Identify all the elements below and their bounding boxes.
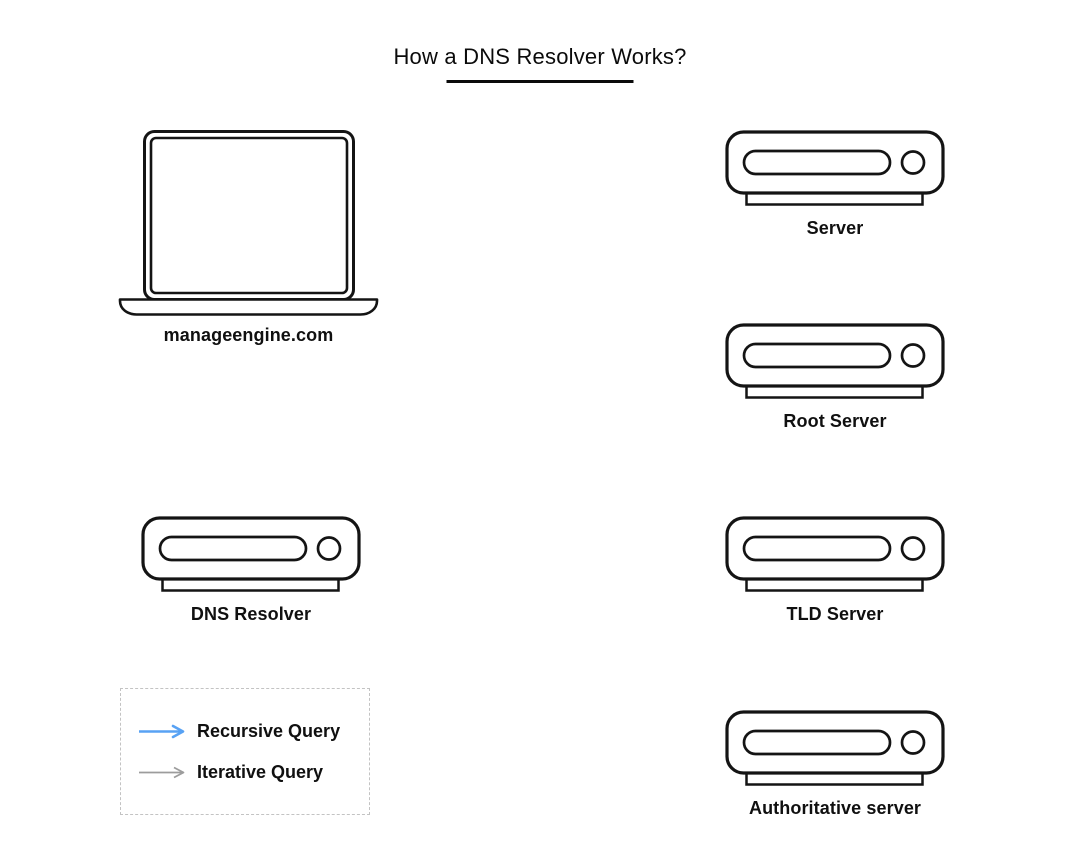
server-icon — [725, 323, 945, 400]
authoritative-server-label: Authoritative server — [748, 798, 922, 818]
server-icon — [725, 130, 945, 207]
page-title: How a DNS Resolver Works? — [393, 44, 687, 69]
laptop-icon — [118, 128, 379, 316]
server-label: Server — [806, 218, 864, 238]
dns-resolver-label: DNS Resolver — [190, 604, 312, 624]
root-server-node: Root Server — [725, 323, 945, 432]
server-icon — [141, 516, 361, 593]
client-label: manageengine.com — [163, 325, 334, 345]
tld-server-label: TLD Server — [786, 604, 884, 624]
legend-row-recursive: Recursive Query — [138, 721, 369, 742]
server-icon — [725, 516, 945, 593]
root-server-label: Root Server — [783, 411, 887, 431]
server-icon — [725, 710, 945, 787]
tld-server-node: TLD Server — [725, 516, 945, 625]
iterative-arrow-icon — [138, 765, 188, 780]
legend-box: Recursive Query Iterative Query — [120, 688, 370, 815]
legend-label-recursive: Recursive Query — [197, 720, 341, 741]
client-node: manageengine.com — [118, 128, 379, 346]
legend-row-iterative: Iterative Query — [138, 762, 369, 783]
dns-resolver-node: DNS Resolver — [141, 516, 361, 625]
authoritative-server-node: Authoritative server — [725, 710, 945, 819]
server-node: Server — [725, 130, 945, 239]
title-underline — [446, 80, 634, 83]
recursive-arrow-icon — [138, 724, 188, 739]
legend-label-iterative: Iterative Query — [197, 761, 324, 782]
